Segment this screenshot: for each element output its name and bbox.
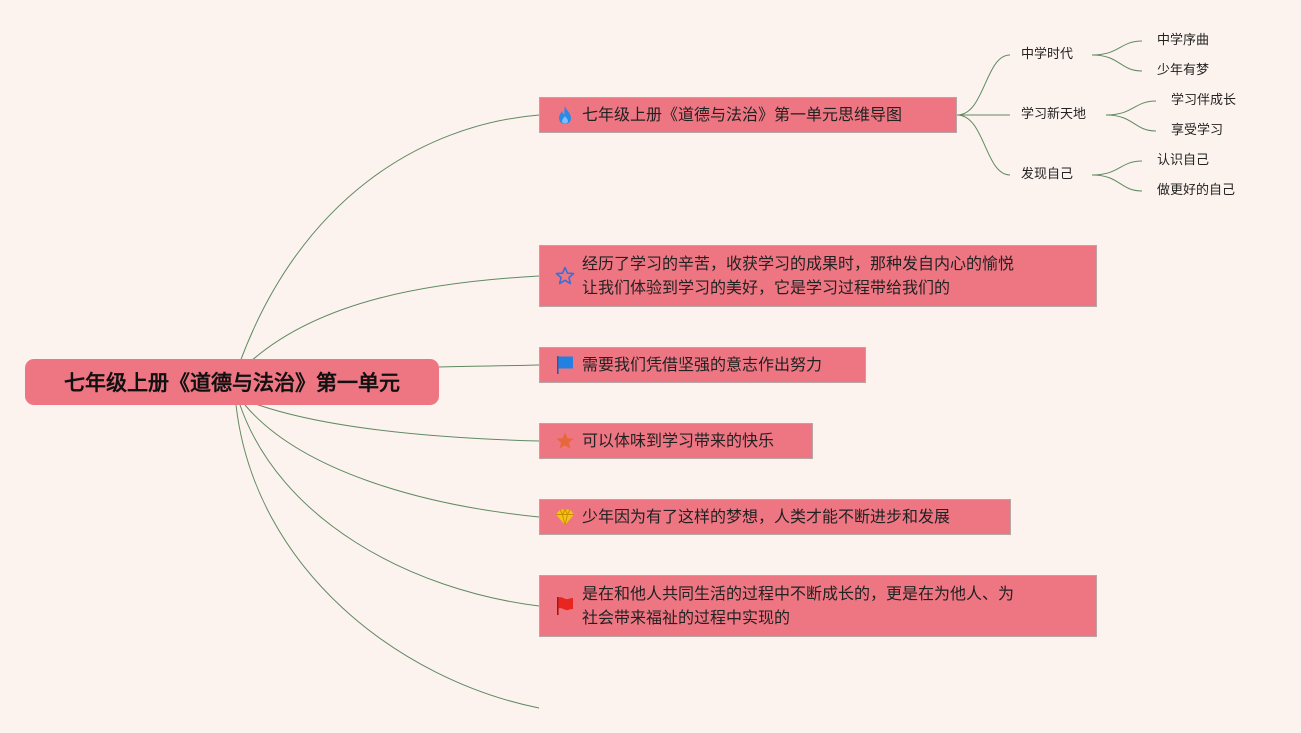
leaf-topic[interactable]: 少年有梦 [1157,63,1210,78]
connector-sub2-leaf-2 [1105,114,1157,132]
connector-root-branch-4 [249,401,540,442]
connector-title-sub-3 [956,114,1011,176]
branch-label: 是在和他人共同生活的过程中不断成长的，更是在为他人、为 社会带来福祉的过程中实现… [582,584,1015,627]
leaf-topic[interactable]: 学习伴成长 [1171,93,1237,108]
connector-sub1-leaf-1 [1091,40,1143,56]
connector-sub2-leaf-1 [1105,100,1157,116]
star-outline-icon [554,266,576,286]
branch-topic-learning-joy[interactable]: 经历了学习的辛苦，收获学习的成果时，那种发自内心的愉悦 让我们体验到学习的美好，… [539,245,1097,307]
connector-sub3-leaf-2 [1091,174,1143,192]
connector-sub3-leaf-1 [1091,160,1143,176]
subtopic-discover-self[interactable]: 发现自己 [1021,167,1074,182]
branch-label: 需要我们凭借坚强的意志作出努力 [582,355,823,374]
branch-topic-willpower[interactable]: 需要我们凭借坚强的意志作出努力 [539,347,866,383]
connector-root-branch-5 [244,404,540,518]
subtopic-middle-school-era[interactable]: 中学时代 [1021,47,1074,62]
branch-topic-growth[interactable]: 是在和他人共同生活的过程中不断成长的，更是在为他人、为 社会带来福祉的过程中实现… [539,575,1097,637]
blue-flag-icon [554,355,576,375]
connector-root-branch-6 [239,404,540,607]
connector-sub1-leaf-2 [1091,54,1143,72]
branch-label: 少年因为有了这样的梦想，人类才能不断进步和发展 [582,507,951,526]
leaf-topic[interactable]: 中学序曲 [1157,33,1210,48]
leaf-topic[interactable]: 认识自己 [1157,153,1210,168]
leaf-topic[interactable]: 享受学习 [1171,123,1224,138]
branch-topic-title[interactable]: 七年级上册《道德与法治》第一单元思维导图 [539,97,957,133]
fire-icon [554,105,576,125]
leaf-topic[interactable]: 做更好的自己 [1157,183,1236,198]
branch-topic-dream[interactable]: 少年因为有了这样的梦想，人类才能不断进步和发展 [539,499,1011,535]
connector-title-sub-1 [956,54,1011,116]
branch-label: 七年级上册《道德与法治》第一单元思维导图 [582,105,903,124]
connector-root-branch-7 [235,404,540,709]
red-flag-icon [554,596,576,616]
connector-root-branch-2 [249,275,540,363]
branch-topic-happiness[interactable]: 可以体味到学习带来的快乐 [539,423,813,459]
orange-star-icon [554,431,576,451]
connector-root-branch-1 [239,114,540,363]
connector-root-branch-3 [438,364,540,368]
subtopic-new-learning-world[interactable]: 学习新天地 [1021,107,1087,122]
root-topic-label: 七年级上册《道德与法治》第一单元 [64,371,400,395]
diamond-icon [554,508,576,526]
root-topic[interactable]: 七年级上册《道德与法治》第一单元 [25,359,439,405]
branch-label: 可以体味到学习带来的快乐 [582,431,775,450]
branch-label: 经历了学习的辛苦，收获学习的成果时，那种发自内心的愉悦 让我们体验到学习的美好，… [582,254,1015,297]
